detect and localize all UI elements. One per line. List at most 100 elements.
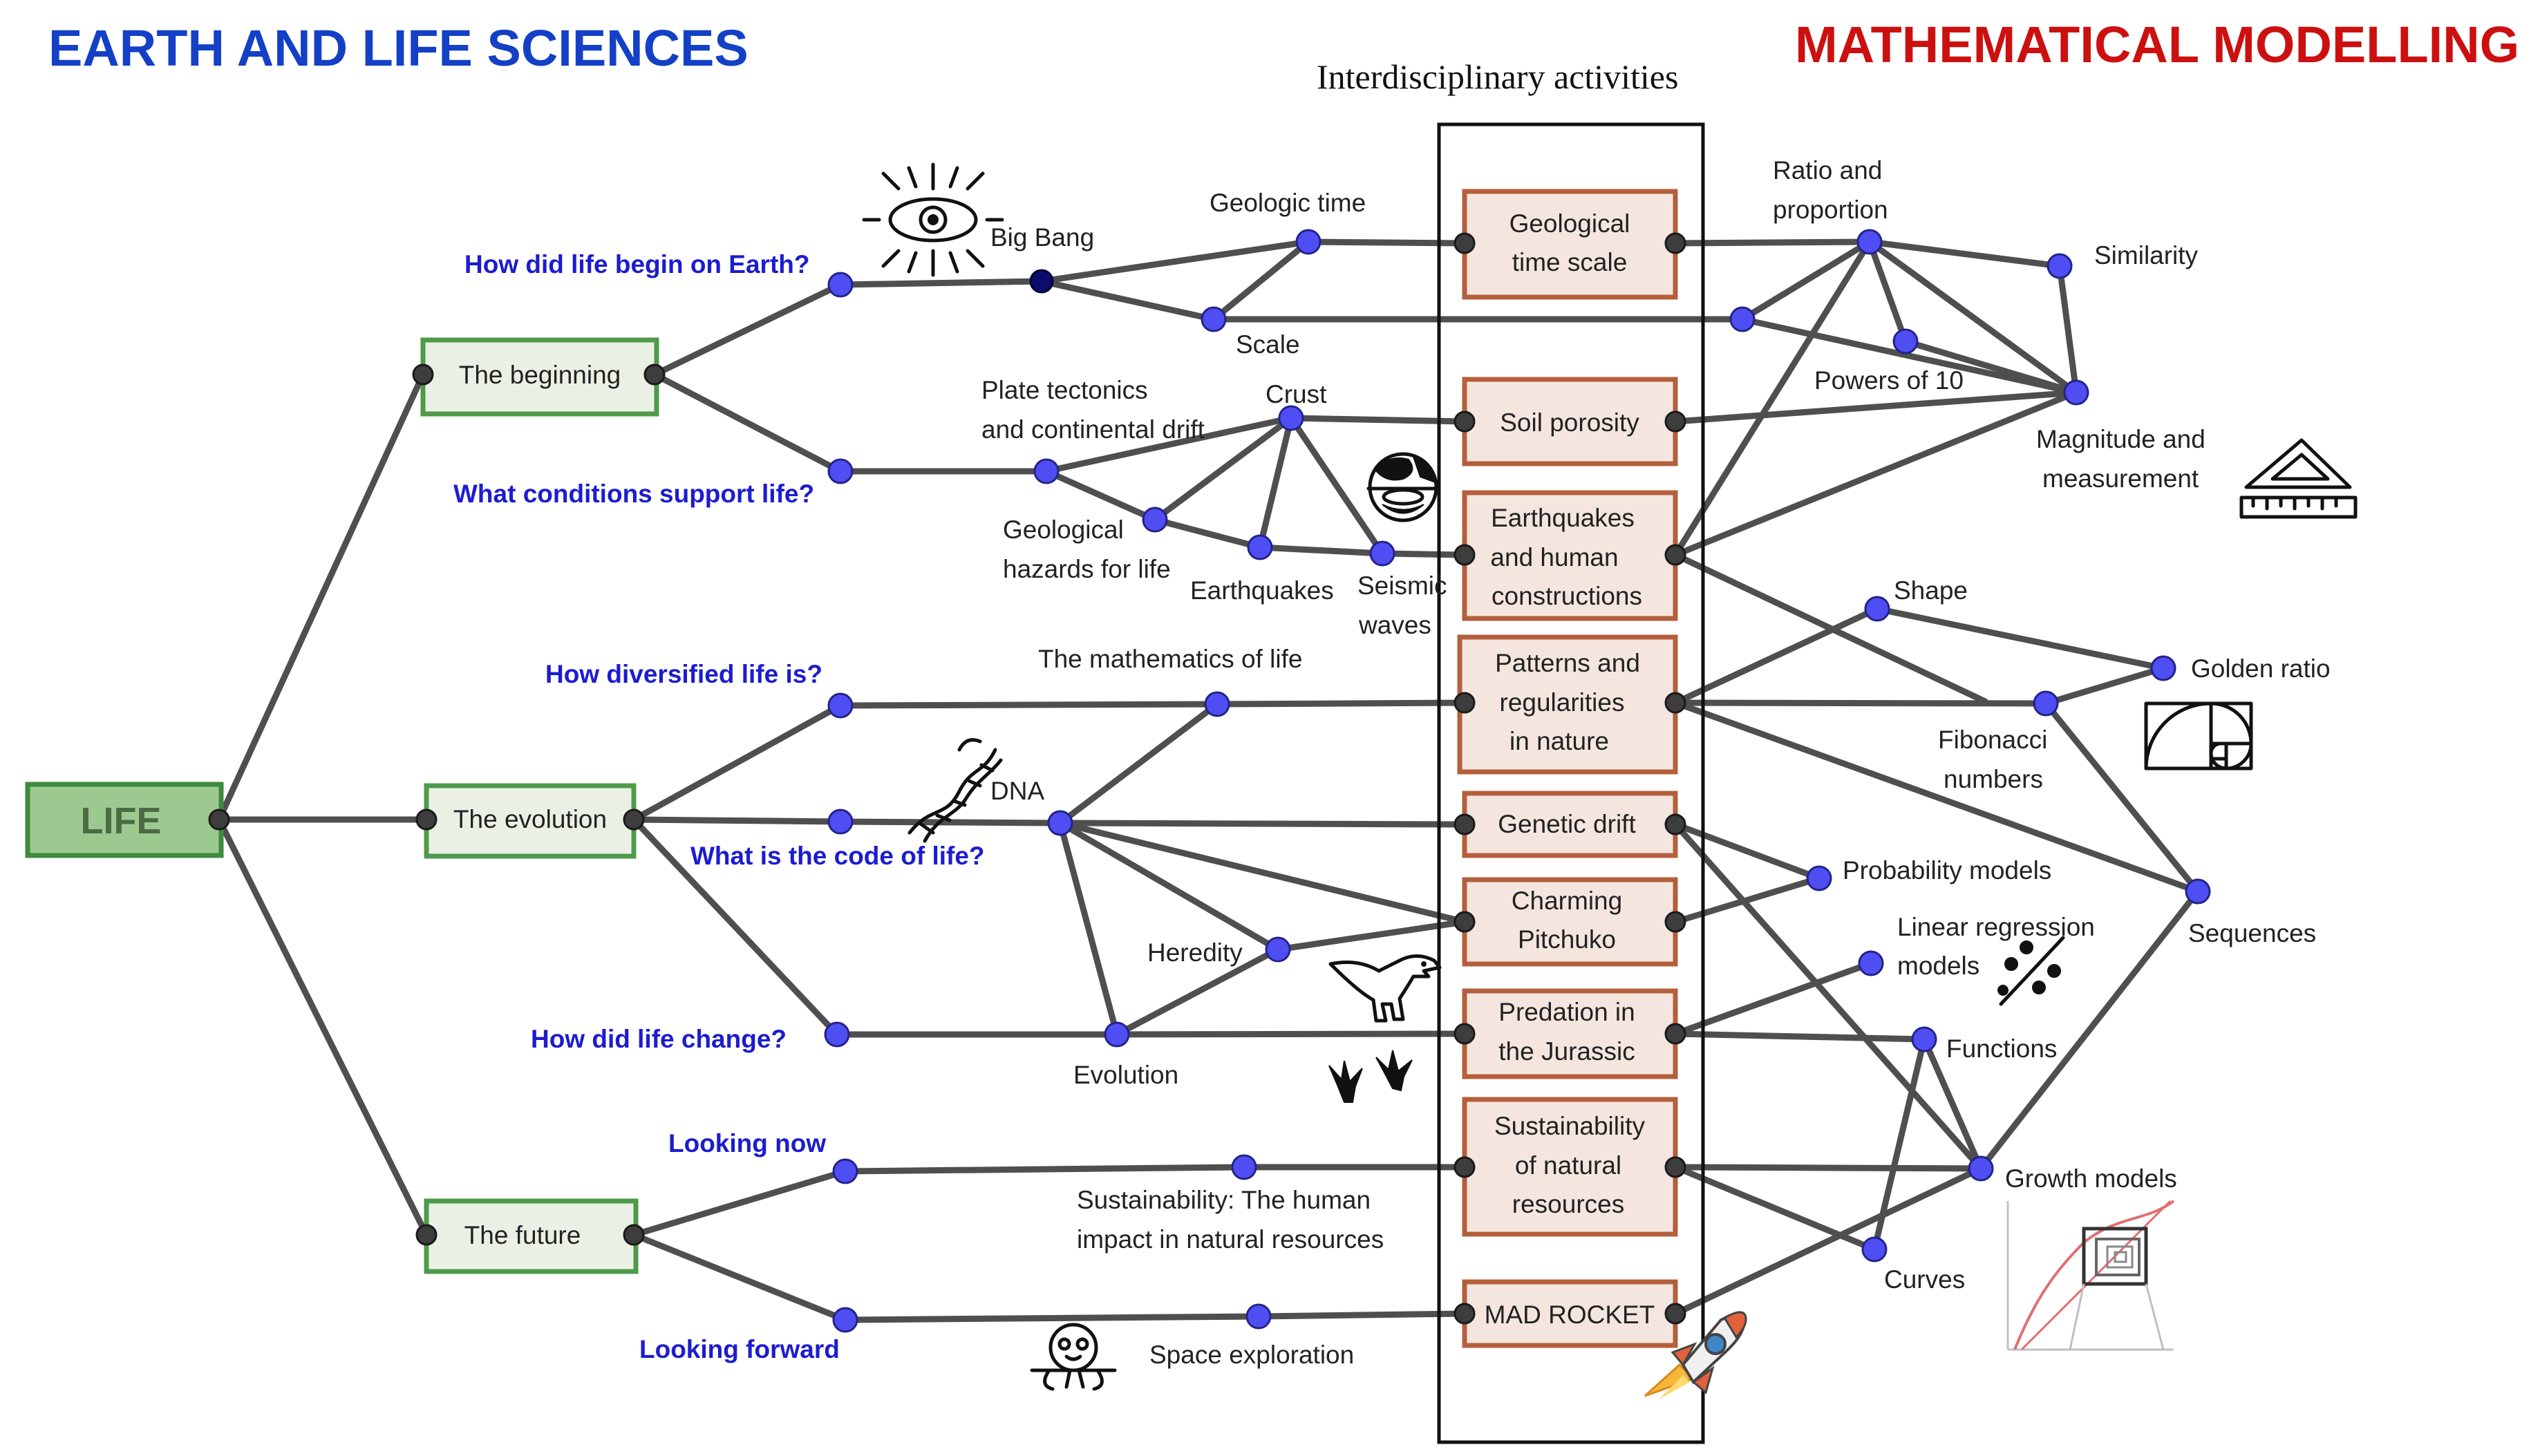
edge xyxy=(630,702,844,823)
sun-eye-icon xyxy=(862,162,1004,277)
node-curves[interactable] xyxy=(1861,1236,1888,1263)
node-question-conditions[interactable] xyxy=(827,458,854,484)
node-seismic-waves[interactable] xyxy=(1369,540,1395,567)
node-ratio-proportion[interactable] xyxy=(1856,229,1883,255)
node-fibonacci[interactable] xyxy=(2033,690,2059,717)
edge xyxy=(1057,820,1468,828)
math-sequences: Sequences xyxy=(2188,919,2316,947)
activity-label: Soil porosity xyxy=(1500,408,1639,437)
node-looking-forward[interactable] xyxy=(832,1307,858,1333)
node-shape[interactable] xyxy=(1864,596,1890,622)
node-probability[interactable] xyxy=(1806,865,1832,891)
node-geologic-time[interactable] xyxy=(1295,229,1321,255)
growth-chart-icon xyxy=(2006,1200,2175,1351)
node-dot[interactable] xyxy=(1454,1156,1476,1178)
edge xyxy=(842,1164,1248,1175)
activity-genetic-drift[interactable]: Genetic drift xyxy=(1462,791,1678,858)
edge xyxy=(1672,389,2080,558)
node-question-life-change[interactable] xyxy=(824,1021,850,1048)
node-earthquakes[interactable] xyxy=(1247,534,1273,560)
question-looking-now: Looking now xyxy=(668,1129,826,1157)
node-dot[interactable] xyxy=(415,1224,438,1246)
edge xyxy=(2056,263,2080,396)
node-dot[interactable] xyxy=(1454,1023,1476,1045)
node-question-diversified[interactable] xyxy=(827,692,854,719)
node-dot[interactable] xyxy=(623,809,645,831)
edge xyxy=(1274,918,1468,953)
math-powers-of-10: Powers of 10 xyxy=(1814,366,1964,395)
branch-future[interactable]: The future xyxy=(424,1198,639,1274)
node-dot[interactable] xyxy=(1664,692,1686,714)
edge xyxy=(1977,888,2201,1172)
branch-evolution[interactable]: The evolution xyxy=(424,783,637,859)
node-dot[interactable] xyxy=(1454,544,1476,566)
math-shape: Shape xyxy=(1894,576,1968,605)
node-similarity[interactable] xyxy=(2047,253,2073,279)
node-crust[interactable] xyxy=(1278,405,1304,431)
topic-math-of-life: The mathematics of life xyxy=(1038,645,1302,673)
edge xyxy=(1057,701,1221,826)
node-functions[interactable] xyxy=(1911,1026,1937,1052)
node-dot[interactable] xyxy=(1664,1023,1686,1045)
node-dot[interactable] xyxy=(643,363,666,386)
root-box[interactable]: LIFE xyxy=(25,782,224,858)
node-space-exploration[interactable] xyxy=(1245,1303,1272,1330)
node-dot[interactable] xyxy=(415,809,438,831)
activity-soil-porosity[interactable]: Soil porosity xyxy=(1462,377,1678,466)
node-dot[interactable] xyxy=(1454,692,1476,714)
activity-mad-rocket[interactable]: MAD ROCKET xyxy=(1462,1279,1678,1348)
node-big-bang[interactable] xyxy=(1029,269,1054,294)
node-dot[interactable] xyxy=(1454,911,1476,933)
node-geological-hazards[interactable] xyxy=(1142,507,1168,533)
node-dot[interactable] xyxy=(1454,232,1476,254)
node-dot[interactable] xyxy=(208,809,230,831)
topic-geologic-time: Geologic time xyxy=(1210,189,1366,217)
question-life-change: How did life change? xyxy=(531,1025,787,1053)
node-dot[interactable] xyxy=(623,1224,645,1246)
node-scale-right[interactable] xyxy=(1729,306,1756,332)
node-dot[interactable] xyxy=(412,363,434,386)
node-dot[interactable] xyxy=(1664,232,1686,254)
node-dot[interactable] xyxy=(1454,410,1476,433)
node-dot[interactable] xyxy=(1664,544,1686,566)
node-dot[interactable] xyxy=(1664,1303,1686,1325)
edge xyxy=(1739,238,1873,323)
node-dot[interactable] xyxy=(1664,410,1686,433)
node-powers-of-10[interactable] xyxy=(1892,328,1919,354)
node-dot[interactable] xyxy=(1664,911,1686,933)
edge xyxy=(1866,238,2063,270)
node-sustainability-impact[interactable] xyxy=(1231,1154,1257,1180)
node-magnitude[interactable] xyxy=(2063,379,2089,406)
edge xyxy=(1672,605,1881,706)
node-heredity[interactable] xyxy=(1265,936,1291,963)
node-growth-models[interactable] xyxy=(1968,1155,1994,1182)
node-plate-tectonics[interactable] xyxy=(1033,458,1060,484)
node-looking-now[interactable] xyxy=(832,1158,858,1184)
node-question-life-begin[interactable] xyxy=(827,272,854,298)
node-dot[interactable] xyxy=(1454,813,1476,835)
node-math-of-life[interactable] xyxy=(1204,691,1230,717)
topic-earthquakes: Earthquakes xyxy=(1190,576,1334,605)
branch-beginning[interactable]: The beginning xyxy=(420,337,659,417)
node-dot[interactable] xyxy=(1664,1156,1686,1178)
header-interdisciplinary: Interdisciplinary activities xyxy=(1317,57,1678,96)
node-dna[interactable] xyxy=(1047,810,1073,836)
node-scale[interactable] xyxy=(1201,306,1227,332)
node-question-code-of-life[interactable] xyxy=(827,809,854,835)
node-sequences[interactable] xyxy=(2185,878,2211,905)
topic-crust: Crust xyxy=(1266,380,1327,408)
node-dot[interactable] xyxy=(1664,813,1686,835)
node-linear-regression[interactable] xyxy=(1858,950,1884,976)
node-golden-ratio[interactable] xyxy=(2150,655,2176,681)
node-dot[interactable] xyxy=(1454,1303,1476,1325)
node-evolution[interactable] xyxy=(1104,1021,1130,1048)
